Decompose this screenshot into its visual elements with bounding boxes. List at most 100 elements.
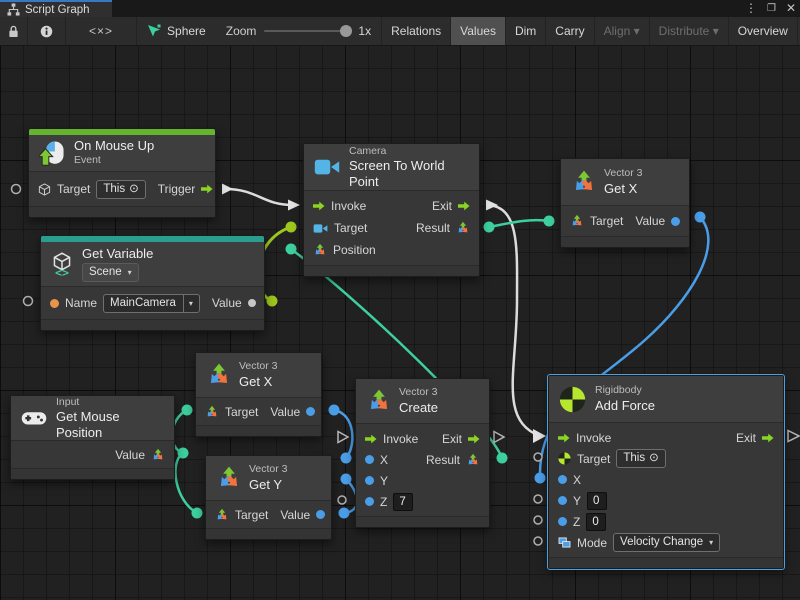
position-port-label: Position: [333, 243, 376, 257]
dim-button[interactable]: Dim: [506, 17, 547, 45]
relations-button[interactable]: Relations: [382, 17, 452, 45]
node-vector3-get-y[interactable]: Vector 3 Get Y Target Value: [205, 455, 332, 540]
node-title: On Mouse Up: [74, 138, 155, 154]
tab-script-graph[interactable]: Script Graph: [0, 0, 112, 17]
node-on-mouse-up[interactable]: On Mouse Up Event Target This⊙ Trigger: [28, 128, 216, 218]
node-kind: Vector 3: [249, 463, 288, 476]
node-title: Get Variable: [82, 245, 154, 261]
x-port-dot[interactable]: [365, 455, 374, 464]
node-kind: Vector 3: [399, 386, 438, 399]
trigger-port-label: Trigger: [157, 182, 196, 196]
y-port-label: Y: [573, 493, 582, 508]
lock-button[interactable]: [0, 17, 28, 45]
toolbar-spacer: [381, 17, 383, 45]
info-button[interactable]: [28, 17, 66, 45]
target-this-button[interactable]: This⊙: [96, 179, 146, 199]
graph-toolbar: <×> Sphere Zoom 1x Relations Values Dim …: [0, 17, 800, 46]
value-port-dot[interactable]: [671, 216, 681, 226]
node-subtitle: Event: [74, 153, 101, 166]
variable-scope-dropdown[interactable]: Scene▾: [82, 263, 139, 283]
y-port-label: Y: [380, 473, 389, 488]
z-port-dot[interactable]: [558, 517, 567, 526]
z-value-field[interactable]: 7: [393, 492, 414, 511]
z-port-label: Z: [380, 494, 388, 509]
lock-icon: [8, 25, 19, 38]
maximize-button[interactable]: ❐: [766, 3, 776, 14]
mouse-up-icon: [39, 140, 65, 166]
y-port-dot[interactable]: [365, 476, 374, 485]
overview-button[interactable]: Overview: [729, 17, 798, 45]
z-port-label: Z: [573, 514, 581, 529]
value-port-dot[interactable]: [247, 299, 256, 307]
camera-icon: [314, 157, 340, 177]
vector3-icon: [205, 405, 219, 419]
vector3-icon: [366, 388, 392, 414]
name-port-dot[interactable]: [50, 298, 59, 308]
info-icon: [40, 25, 53, 38]
target-port-label: Target: [334, 221, 368, 235]
value-port-label: Value: [635, 214, 666, 228]
value-port-dot[interactable]: [316, 510, 326, 519]
align-button[interactable]: Align ▾: [595, 17, 650, 45]
node-vector3-create[interactable]: Vector 3 Create Invoke Exit X Result Y Z…: [355, 378, 490, 528]
breadcrumb-label: Sphere: [167, 24, 206, 38]
exit-port-label: Exit: [431, 199, 452, 213]
node-screen-to-world-point[interactable]: Camera Screen To World Point Invoke Exit…: [303, 143, 480, 277]
camera-port-icon: [313, 223, 328, 234]
node-vector3-get-x-mid[interactable]: Vector 3 Get X Target Value: [195, 352, 322, 437]
y-value-field[interactable]: 0: [587, 491, 608, 510]
name-port-label: Name: [65, 296, 98, 310]
invoke-port-label: Invoke: [576, 430, 612, 445]
target-port-label: Target: [577, 451, 611, 466]
vector3-icon: [313, 243, 327, 257]
zoom-label: Zoom: [225, 24, 257, 38]
node-title: Add Force: [595, 398, 655, 414]
invoke-arrow-icon: [558, 433, 570, 443]
target-port-label: Target: [590, 214, 624, 228]
node-add-force[interactable]: Rigidbody Add Force Invoke Exit Target T…: [547, 374, 785, 570]
zoom-control: Zoom 1x: [216, 17, 381, 45]
force-mode-icon: [558, 537, 571, 548]
edit-graph-button[interactable]: <×>: [66, 17, 138, 45]
node-title: Screen To World Point: [349, 158, 445, 189]
z-port-dot[interactable]: [365, 497, 374, 506]
target-this-button[interactable]: This⊙: [616, 449, 666, 468]
gameobject-cube-icon: [38, 183, 51, 196]
breadcrumb[interactable]: Sphere: [137, 17, 216, 45]
window-menu-button[interactable]: ⋮: [744, 1, 757, 15]
values-button[interactable]: Values: [451, 17, 506, 45]
node-get-variable[interactable]: Get Variable Scene▾ Name MainCamera▾ Val…: [40, 235, 265, 331]
z-value-field[interactable]: 0: [586, 512, 607, 531]
script-graph-icon: [147, 24, 161, 38]
node-get-mouse-position[interactable]: Input Get Mouse Position Value: [10, 395, 175, 480]
target-port-label: Target: [225, 404, 259, 419]
vector3-icon: [570, 214, 584, 228]
result-port-label: Result: [415, 221, 450, 235]
close-button[interactable]: ✕: [785, 1, 796, 15]
exit-port-label: Exit: [441, 431, 462, 446]
vector3-icon: [216, 465, 242, 491]
mode-port-label: Mode: [577, 535, 608, 550]
invoke-port-label: Invoke: [331, 199, 367, 213]
value-port-label: Value: [270, 404, 301, 419]
trigger-arrow-icon: [201, 184, 213, 194]
vector3-icon: [571, 169, 597, 195]
carry-button[interactable]: Carry: [546, 17, 595, 45]
distribute-button[interactable]: Distribute ▾: [650, 17, 729, 45]
variable-name-dropdown[interactable]: MainCamera▾: [103, 293, 200, 313]
exit-port-label: Exit: [735, 430, 756, 445]
code-icon: <×>: [89, 24, 114, 38]
value-port-dot[interactable]: [306, 407, 316, 416]
force-mode-dropdown[interactable]: Velocity Change▾: [613, 533, 721, 552]
x-port-dot[interactable]: [558, 475, 567, 484]
zoom-slider-handle[interactable]: [340, 25, 353, 37]
vector3-icon: [466, 453, 480, 467]
zoom-value: 1x: [358, 24, 372, 38]
y-port-dot[interactable]: [558, 496, 567, 505]
zoom-slider[interactable]: [264, 25, 353, 37]
exit-arrow-icon: [762, 433, 774, 443]
vector3-icon: [151, 448, 165, 462]
target-port-label: Target: [57, 182, 91, 196]
variable-accent-bar: [41, 236, 264, 242]
node-vector3-get-x-top[interactable]: Vector 3 Get X Target Value: [560, 158, 690, 248]
